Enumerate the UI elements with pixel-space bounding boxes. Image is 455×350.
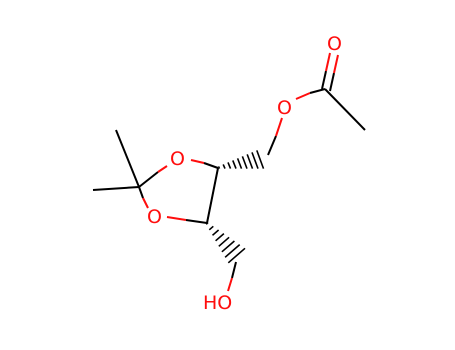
hashed-wedge-lower — [205, 222, 246, 264]
bond-acetyl-methyl — [324, 88, 366, 131]
bond-carbonyl-b-o-half — [333, 54, 339, 74]
bond-c5-o3-o-half — [166, 216, 187, 221]
atom-ring-oxygen-bottom: O — [147, 206, 162, 228]
bond-carbonyl-a-o-half — [325, 52, 331, 72]
bond-ch2-oh-o-half — [227, 277, 233, 292]
atom-carbonyl-oxygen: O — [327, 33, 342, 55]
bond-o1-c4-o-half — [190, 159, 205, 164]
atom-ester-oxygen: O — [277, 97, 292, 119]
bond-c4-c5 — [206, 167, 219, 224]
bond-c5-o3 — [185, 219, 208, 224]
bond-c2-o1-o-half — [157, 165, 168, 173]
bond-ch2-oh — [231, 261, 237, 279]
bond-oester-cco-o-half — [295, 92, 311, 100]
bond-ch2-oester — [267, 135, 277, 156]
bond-carbonyl-a — [321, 70, 327, 90]
atom-hydroxyl: HO — [203, 292, 232, 314]
bond-o1-c4 — [203, 162, 219, 169]
bond-c2-o1 — [138, 171, 159, 188]
bond-ch2-oester-o-half — [275, 117, 283, 137]
bond-carbonyl-b — [329, 72, 335, 92]
atom-ring-oxygen-top: O — [170, 148, 185, 170]
bond-methyl-upper — [115, 129, 140, 188]
bond-o3-c2-o-half — [142, 197, 149, 209]
bond-o3-c2 — [138, 186, 144, 199]
hashed-wedge-upper — [217, 150, 265, 169]
bond-methyl-lower — [92, 186, 140, 191]
bond-oester-cco — [309, 88, 326, 94]
